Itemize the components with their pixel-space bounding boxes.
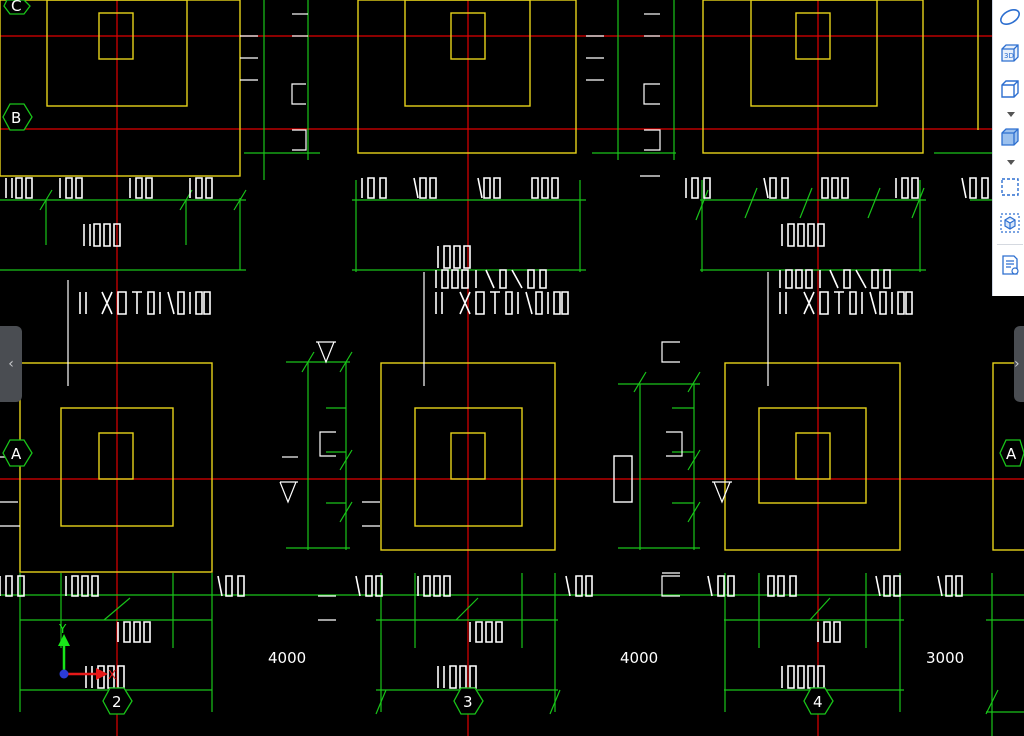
svg-text:3D: 3D xyxy=(1004,52,1014,60)
span-dimension-3: 3000 xyxy=(926,649,964,667)
solid-box-dropdown-caret[interactable] xyxy=(1007,160,1015,165)
axis-label-B: B xyxy=(11,109,21,127)
solid-box-icon xyxy=(1001,128,1019,146)
orbit-icon xyxy=(1000,8,1020,26)
axis-label-4: 4 xyxy=(813,693,823,711)
box-view-icon xyxy=(1001,80,1019,98)
left-panel-toggle[interactable]: ‹ xyxy=(0,326,22,402)
span-dimension-2: 4000 xyxy=(620,649,658,667)
box-view-button[interactable] xyxy=(997,76,1023,102)
properties-panel-icon xyxy=(1002,255,1019,275)
footing-outlines xyxy=(0,0,1024,573)
ucs-y-label: Y xyxy=(58,622,67,636)
axis-label-A: A xyxy=(11,445,22,463)
view-toolbar: 3D xyxy=(992,0,1024,296)
toolbar-divider xyxy=(997,244,1023,245)
cube-settings-icon xyxy=(1000,213,1020,233)
wireframe-box-button[interactable] xyxy=(997,174,1023,200)
axis-bubbles xyxy=(2,0,1024,715)
3d-view-icon: 3D xyxy=(1001,44,1019,62)
box-view-dropdown-caret[interactable] xyxy=(1007,112,1015,117)
ucs-icon xyxy=(58,634,108,680)
3d-view-button[interactable]: 3D xyxy=(997,40,1023,66)
orbit-button[interactable] xyxy=(997,4,1023,30)
cube-settings-button[interactable] xyxy=(997,210,1023,236)
solid-box-button[interactable] xyxy=(997,124,1023,150)
ucs-x-label: X xyxy=(108,668,116,682)
annotation-leaders xyxy=(0,13,769,621)
span-dimension-1: 4000 xyxy=(268,649,306,667)
wireframe-box-icon xyxy=(1001,178,1019,196)
axis-label-A-right: A xyxy=(1006,445,1017,463)
right-panel-toggle[interactable]: › xyxy=(1014,326,1024,402)
properties-panel-button[interactable] xyxy=(997,252,1023,278)
axis-label-3: 3 xyxy=(463,693,473,711)
chevron-left-icon: ‹ xyxy=(8,356,14,372)
chevron-right-icon: › xyxy=(1014,356,1020,372)
axis-label-2: 2 xyxy=(112,693,122,711)
axis-label-C: C xyxy=(11,0,21,15)
dimension-glyphs xyxy=(0,177,989,689)
